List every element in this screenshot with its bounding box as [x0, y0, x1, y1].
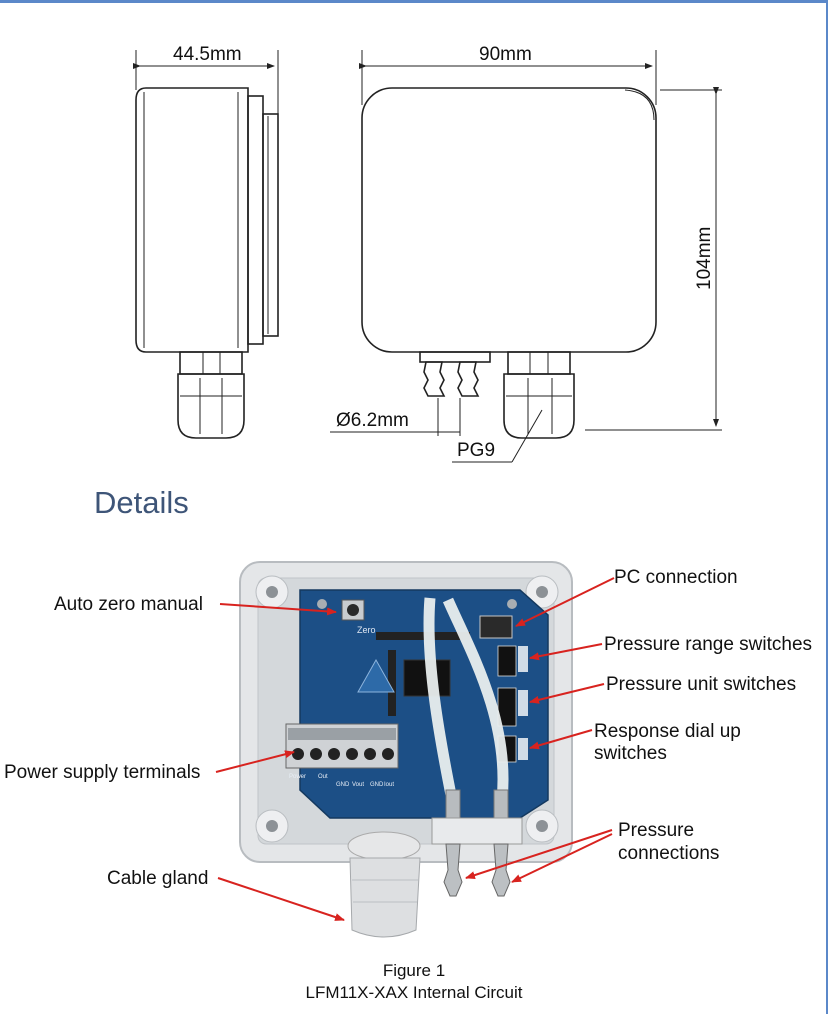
- terminal-label-1: Power: [289, 774, 306, 780]
- callout-unit-switches: Pressure unit switches: [606, 674, 796, 695]
- internal-circuit-photo: Zero Power Out GND V: [239, 561, 573, 938]
- callout-pressure-line2: connections: [618, 843, 719, 864]
- side-view-drawing: 44.5mm: [133, 44, 279, 439]
- callout-response-line2: switches: [594, 743, 667, 764]
- callouts: Auto zero manual Power supply terminals …: [4, 567, 812, 921]
- section-title: Details: [94, 485, 189, 520]
- callout-response-line1: Response dial up: [594, 721, 741, 742]
- dim-width: 90mm: [479, 44, 532, 65]
- figure-number: Figure 1: [383, 961, 445, 980]
- callout-power-terminals: Power supply terminals: [4, 762, 200, 783]
- callout-range-switches: Pressure range switches: [604, 634, 812, 655]
- callout-pc-connection: PC connection: [614, 567, 738, 588]
- dim-height: 104mm: [694, 227, 715, 290]
- zero-button-label: Zero: [357, 625, 376, 635]
- callout-pressure-line1: Pressure: [618, 820, 694, 841]
- terminal-label-4: Vout: [352, 782, 364, 788]
- terminal-label-2: Out: [318, 774, 328, 780]
- terminal-label-6: Iout: [384, 782, 394, 788]
- terminal-label-5: GND: [370, 782, 384, 788]
- terminal-label-3: GND: [336, 782, 350, 788]
- callout-cable-gland: Cable gland: [107, 868, 208, 889]
- front-view-drawing: 90mm 104mm Ø6.2mm PG9: [330, 44, 722, 463]
- callout-auto-zero: Auto zero manual: [54, 594, 203, 615]
- figure-title: LFM11X-XAX Internal Circuit: [306, 983, 523, 1002]
- top-border: [0, 0, 828, 3]
- dim-gland: PG9: [457, 440, 495, 461]
- dim-port: Ø6.2mm: [336, 410, 409, 431]
- dim-depth: 44.5mm: [173, 44, 242, 65]
- right-border: [826, 0, 828, 1014]
